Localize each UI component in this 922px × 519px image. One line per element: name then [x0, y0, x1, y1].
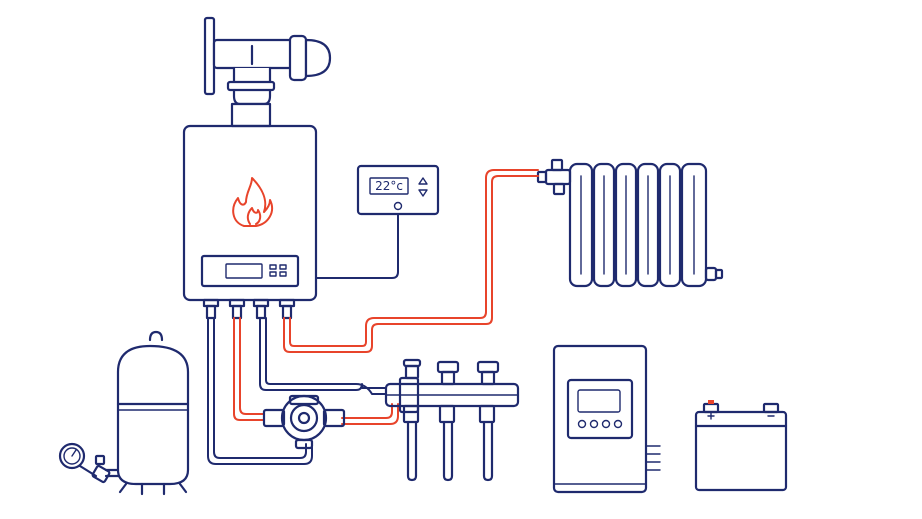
- expansion-tank: [104, 330, 190, 496]
- pump-outlet-pipe: [341, 403, 393, 419]
- control-unit: [552, 344, 661, 494]
- pressure-gauge-icon: [58, 442, 111, 484]
- radiator: [536, 158, 724, 288]
- distribution-manifold: [384, 358, 520, 482]
- return-pipe-manifold-2: [265, 317, 387, 395]
- return-pipe-manifold: [259, 317, 387, 391]
- boiler: [182, 124, 318, 320]
- pump-outlet-pipe-2: [341, 403, 399, 425]
- room-thermostat: 22°c: [356, 164, 440, 216]
- arrow-down-icon: [418, 189, 428, 197]
- flue-pipe: [203, 16, 332, 128]
- battery: [694, 402, 788, 492]
- hot-return-pipe: [289, 169, 539, 347]
- cold-pipe-expansion-2: [213, 317, 307, 459]
- cold-pipe-expansion: [207, 317, 313, 465]
- hot-flow-pipe: [283, 175, 539, 353]
- hot-pipe-pump: [233, 317, 265, 421]
- hot-pipe-pump-2: [239, 317, 265, 415]
- thermostat-wire: [315, 213, 399, 279]
- battery-positive-terminal: [708, 400, 714, 404]
- circulation-pump: [262, 394, 346, 450]
- thermostat-temperature: 22°c: [375, 179, 403, 193]
- arrow-up-icon: [418, 177, 428, 185]
- flame-icon: [232, 177, 274, 227]
